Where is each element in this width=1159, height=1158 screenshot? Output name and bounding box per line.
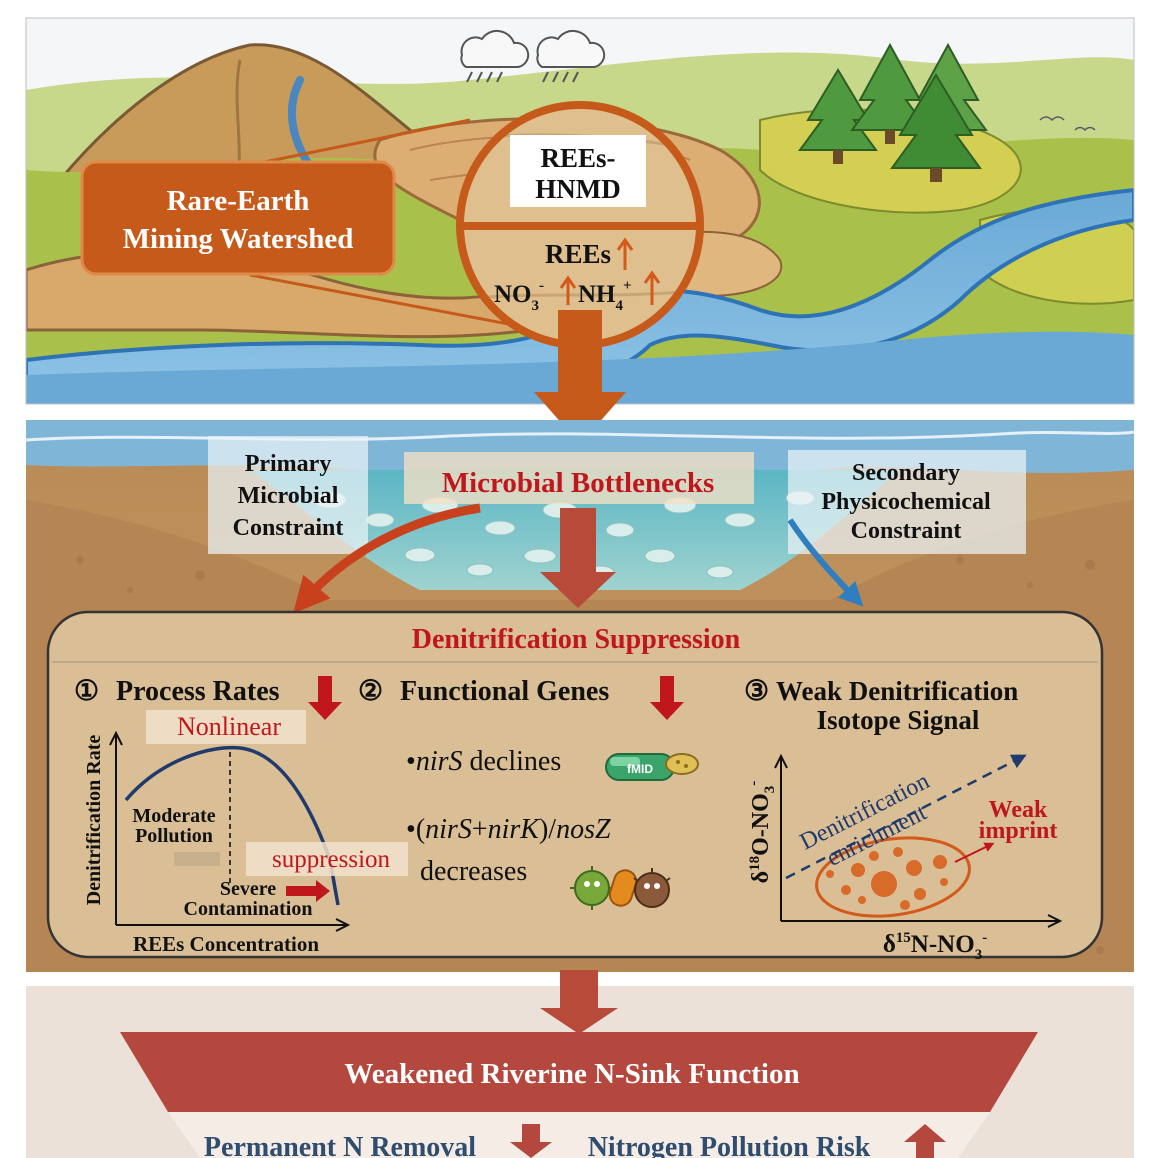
section3-number: ③ (744, 676, 769, 707)
tree-icon (890, 73, 982, 182)
arrow-from-secondary-constraint (787, 518, 864, 607)
lens-rees-label: REEs (545, 239, 611, 269)
isotope-plot (774, 753, 1063, 928)
suppression-title: Denitrification Suppression (412, 624, 741, 655)
isotope-x-axis-label: δ15N-NO3- (883, 930, 987, 963)
moderate-pollution-line2: Pollution (135, 825, 213, 847)
funnel-shape (120, 1032, 1038, 1112)
callout-connector (249, 273, 541, 332)
secondary-constraint-line2: Physicochemical (821, 489, 991, 515)
up-arrow-icon (904, 1124, 946, 1158)
sample-cluster-ellipse (815, 836, 971, 918)
bird-icon (1039, 116, 1065, 122)
rain-cloud-icon (460, 29, 530, 83)
lens-nh4-label: NH4+ (578, 278, 632, 314)
moderate-pollution-line1: Moderate (132, 805, 215, 827)
suppression-label: suppression (272, 846, 391, 873)
gene-item-ratio-line2: decreases (420, 856, 527, 887)
isotope-sample-points (826, 847, 948, 910)
section2-title: Functional Genes (400, 676, 609, 707)
bacteria-pill-icon: fMID (605, 753, 699, 781)
magnifier-lens: REEs- HNMD REEs NO3- NH4+ (456, 101, 704, 349)
rain-cloud-icon (536, 29, 606, 83)
threshold-band (174, 852, 220, 866)
rate-x-axis-label: REEs Concentration (133, 932, 319, 956)
nonlinear-label: Nonlinear (177, 712, 281, 741)
flow-arrow-down (540, 508, 616, 608)
callout-title-line1: Rare-Earth (167, 185, 310, 217)
weak-imprint-pointer (954, 842, 995, 863)
section1-title: Process Rates (116, 676, 280, 707)
down-arrow-icon (510, 1124, 552, 1158)
lens-no3-label: NO3- (494, 278, 544, 314)
secondary-constraint-line3: Constraint (851, 518, 962, 544)
down-arrow-icon (308, 676, 342, 720)
lens-title-line1: REEs- (540, 143, 615, 173)
rate-curve-plot (109, 730, 351, 932)
weak-imprint-line2: imprint (979, 818, 1058, 844)
section1-number: ① (74, 676, 99, 707)
outcome-permanent-n-removal: Permanent N Removal (204, 1132, 476, 1158)
bottleneck-banner (404, 452, 754, 504)
primary-constraint-line3: Constraint (233, 515, 344, 541)
bottleneck-title: Microbial Bottlenecks (442, 467, 715, 499)
primary-constraint-line1: Primary (245, 451, 332, 477)
gene-item-ratio: •(nirS+nirK)/nosZ (406, 814, 611, 845)
section2-number: ② (358, 676, 383, 707)
up-arrow-icon (559, 275, 577, 305)
funnel-title: Weakened Riverine N-Sink Function (344, 1058, 799, 1090)
flow-arrow-down (540, 970, 618, 1034)
up-arrow-icon (616, 237, 634, 270)
isotope-y-axis-label: δ18O-NO3- (746, 781, 778, 884)
funnel-outcome-row (168, 1112, 990, 1158)
right-arrow-icon (286, 880, 330, 902)
lens-label-box (510, 135, 646, 207)
down-arrow-icon (650, 676, 684, 720)
secondary-constraint-panel (788, 450, 1026, 554)
microbes-icon (570, 866, 671, 910)
enrichment-trend-line (785, 754, 1027, 880)
callout-title-line2: Mining Watershed (123, 223, 354, 255)
weak-imprint-line1: Weak (989, 797, 1048, 823)
bird-icon (1074, 126, 1096, 132)
gene-item-nirs: •nirS declines (406, 746, 561, 777)
rate-curve (124, 745, 340, 906)
callout-connector (249, 118, 471, 167)
severe-contamination-line2: Contamination (184, 898, 313, 920)
primary-constraint-line2: Microbial (238, 483, 339, 509)
primary-constraint-panel (208, 436, 368, 554)
section3-title-line2: Isotope Signal (817, 705, 980, 735)
outcome-nitrogen-pollution-risk: Nitrogen Pollution Risk (588, 1132, 871, 1158)
section3-title-line1: Weak Denitrification (776, 676, 1018, 706)
arrow-to-primary-constraint (293, 503, 481, 614)
lens-title-line2: HNMD (535, 174, 620, 204)
secondary-constraint-line1: Secondary (852, 460, 960, 486)
up-arrow-icon (643, 270, 661, 305)
rate-y-axis-label: Denitrification Rate (83, 735, 105, 906)
severe-contamination-line1: Severe (220, 878, 276, 900)
pill-label: fMID (627, 762, 653, 776)
flow-arrow-down (534, 310, 626, 444)
rare-earth-mining-callout: Rare-Earth Mining Watershed (80, 160, 396, 276)
